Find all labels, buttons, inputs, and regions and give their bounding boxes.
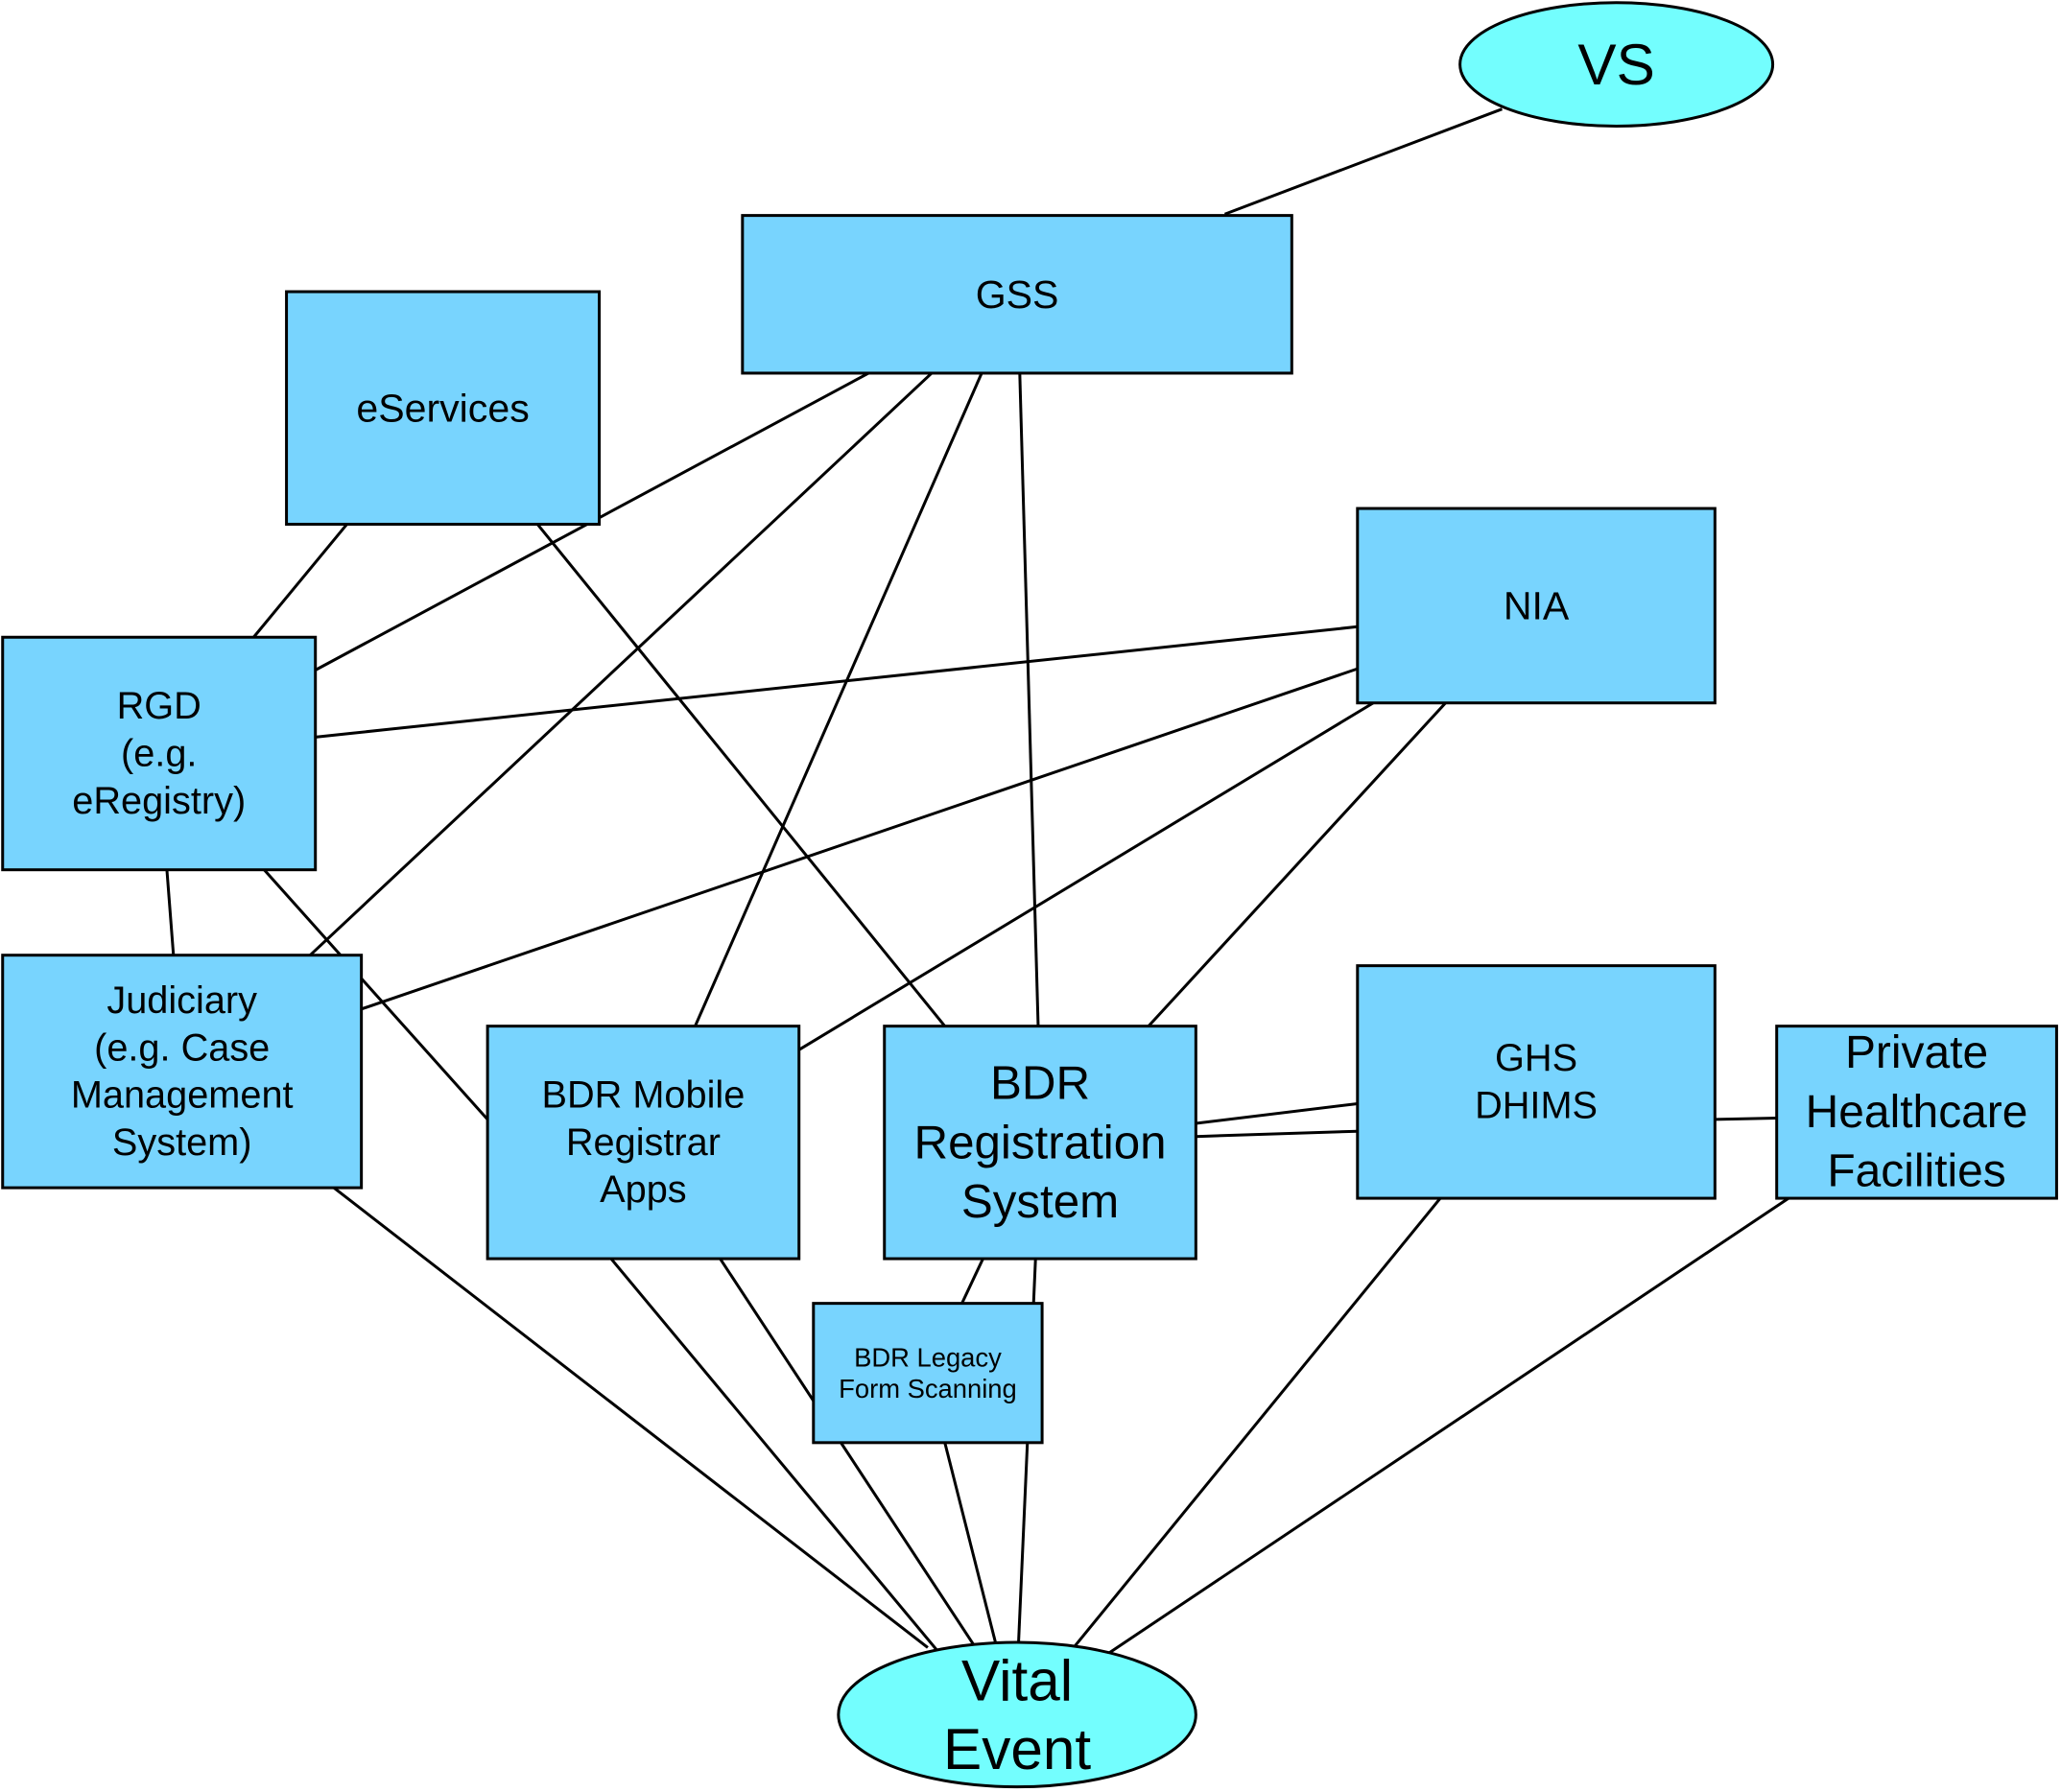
node-eservices-shape	[285, 290, 602, 526]
node-bdr-reg-shape	[883, 1025, 1197, 1261]
edge-gss-bdr-reg	[1018, 372, 1040, 1026]
node-judiciary-shape	[1, 954, 364, 1190]
node-gss: GSS	[741, 214, 1293, 375]
edge-bdr-reg-ghs	[1196, 1129, 1358, 1139]
node-nia-label-line: NIA	[1504, 583, 1570, 627]
node-bdr-mobile-label-line: BDR Mobile	[542, 1074, 746, 1117]
node-rgd-shape	[1, 635, 318, 872]
edge-gss-bdr-mobile	[694, 372, 983, 1027]
node-rgd-label-line: eRegistry)	[72, 780, 246, 822]
node-bdr-reg-label-line: Registration	[914, 1116, 1167, 1168]
edge-nia-judiciary	[361, 667, 1359, 1011]
node-judiciary-label-line: Management	[71, 1074, 294, 1117]
node-bdr-reg-label-line: BDR	[990, 1057, 1090, 1110]
node-private-shape	[1775, 1025, 2058, 1200]
node-vital-shape	[837, 1640, 1197, 1789]
node-gss-label-line: GSS	[976, 272, 1059, 317]
node-nia: NIA	[1356, 507, 1717, 705]
node-gss-shape	[741, 214, 1293, 375]
node-ghs-label-line: DHIMS	[1475, 1085, 1598, 1127]
edge-judiciary-vital	[332, 1186, 929, 1649]
node-vs: VS	[1458, 1, 1775, 128]
node-judiciary-label-line: (e.g. Case	[94, 1026, 270, 1069]
node-legacy-label-line: BDR Legacy	[854, 1342, 1002, 1372]
edge-ghs-private	[1715, 1117, 1777, 1121]
node-bdr-reg-label-line: System	[961, 1175, 1119, 1228]
node-legacy-label-line: Form Scanning	[839, 1374, 1017, 1403]
node-legacy-shape	[812, 1302, 1044, 1445]
node-vs-shape	[1458, 1, 1775, 128]
node-bdr-mobile-label-line: Apps	[600, 1168, 687, 1211]
node-private-label-line: Facilities	[1827, 1145, 2005, 1196]
node-ghs: GHS DHIMS	[1356, 964, 1717, 1200]
edges-layer	[165, 107, 1789, 1655]
node-bdr-mobile-label-line: Registrar	[566, 1121, 721, 1164]
edge-legacy-vital	[943, 1442, 998, 1646]
node-bdr-mobile-shape	[486, 1025, 801, 1261]
node-rgd-label-line: RGD	[117, 685, 201, 727]
edge-nia-rgd	[315, 625, 1358, 739]
node-judiciary-label-line: System)	[112, 1121, 252, 1164]
edge-nia-bdr-reg	[1147, 701, 1447, 1027]
node-vital-label-line: Vital	[961, 1648, 1073, 1713]
node-private-label-line: Private	[1845, 1027, 1988, 1078]
edge-vs-gss	[1223, 107, 1503, 216]
node-ghs-shape	[1356, 964, 1717, 1200]
edge-bdr-reg-legacy	[960, 1258, 984, 1305]
edge-bdr-mobile-vital	[609, 1258, 938, 1652]
node-eservices: eServices	[285, 290, 602, 526]
edge-bdr-mobile-vital	[719, 1258, 976, 1646]
node-vital-label-line: Event	[943, 1716, 1091, 1781]
node-judiciary-label-line: Judiciary	[107, 979, 257, 1022]
edge-eservices-bdr-reg	[536, 523, 946, 1027]
node-rgd: RGD (e.g. eRegistry)	[1, 635, 318, 872]
edge-nia-bdr-mobile	[797, 701, 1375, 1051]
edge-bdr-reg-ghs	[1196, 1101, 1358, 1125]
edge-rgd-bdr-mobile	[263, 868, 489, 1120]
edge-private-vital	[1108, 1196, 1789, 1655]
node-eservices-label-line: eServices	[356, 386, 529, 430]
node-rgd-label-line: (e.g.	[121, 732, 197, 774]
node-ghs-label-line: GHS	[1495, 1037, 1577, 1079]
edge-gss-judiciary	[309, 371, 934, 956]
edge-eservices-rgd	[252, 523, 348, 639]
edge-rgd-judiciary	[165, 869, 176, 955]
edge-ghs-vital	[1072, 1197, 1442, 1649]
node-private-label-line: Healthcare	[1806, 1087, 2028, 1138]
node-vs-label-line: VS	[1577, 32, 1654, 97]
node-nia-shape	[1356, 507, 1717, 705]
